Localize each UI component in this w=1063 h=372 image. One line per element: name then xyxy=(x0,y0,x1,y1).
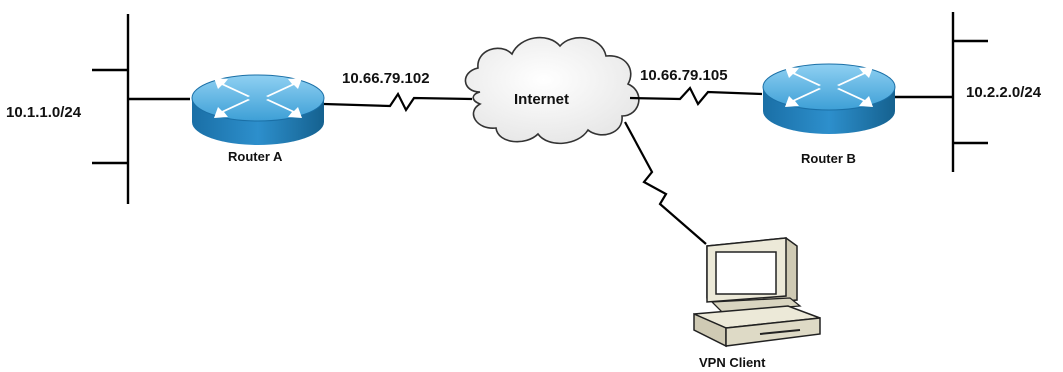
ip-router-b-label: 10.66.79.105 xyxy=(640,67,728,84)
serial-link-b xyxy=(629,86,763,106)
computer-icon xyxy=(693,237,821,348)
left-lan-segment xyxy=(92,14,190,204)
serial-link-vpn xyxy=(624,121,707,245)
vpn-client-label: VPN Client xyxy=(699,355,766,370)
right-lan-segment xyxy=(895,12,988,172)
ip-router-a-label: 10.66.79.102 xyxy=(342,70,430,87)
router-a-label: Router A xyxy=(228,149,283,164)
right-network-label: 10.2.2.0/24 xyxy=(966,84,1042,101)
left-network-label: 10.1.1.0/24 xyxy=(6,104,82,121)
router-b-icon xyxy=(762,63,896,134)
router-a-icon xyxy=(191,74,325,145)
internet-label: Internet xyxy=(514,91,569,108)
cloud-icon xyxy=(464,36,640,145)
router-b-label: Router B xyxy=(801,151,856,166)
serial-link-a xyxy=(323,91,473,113)
